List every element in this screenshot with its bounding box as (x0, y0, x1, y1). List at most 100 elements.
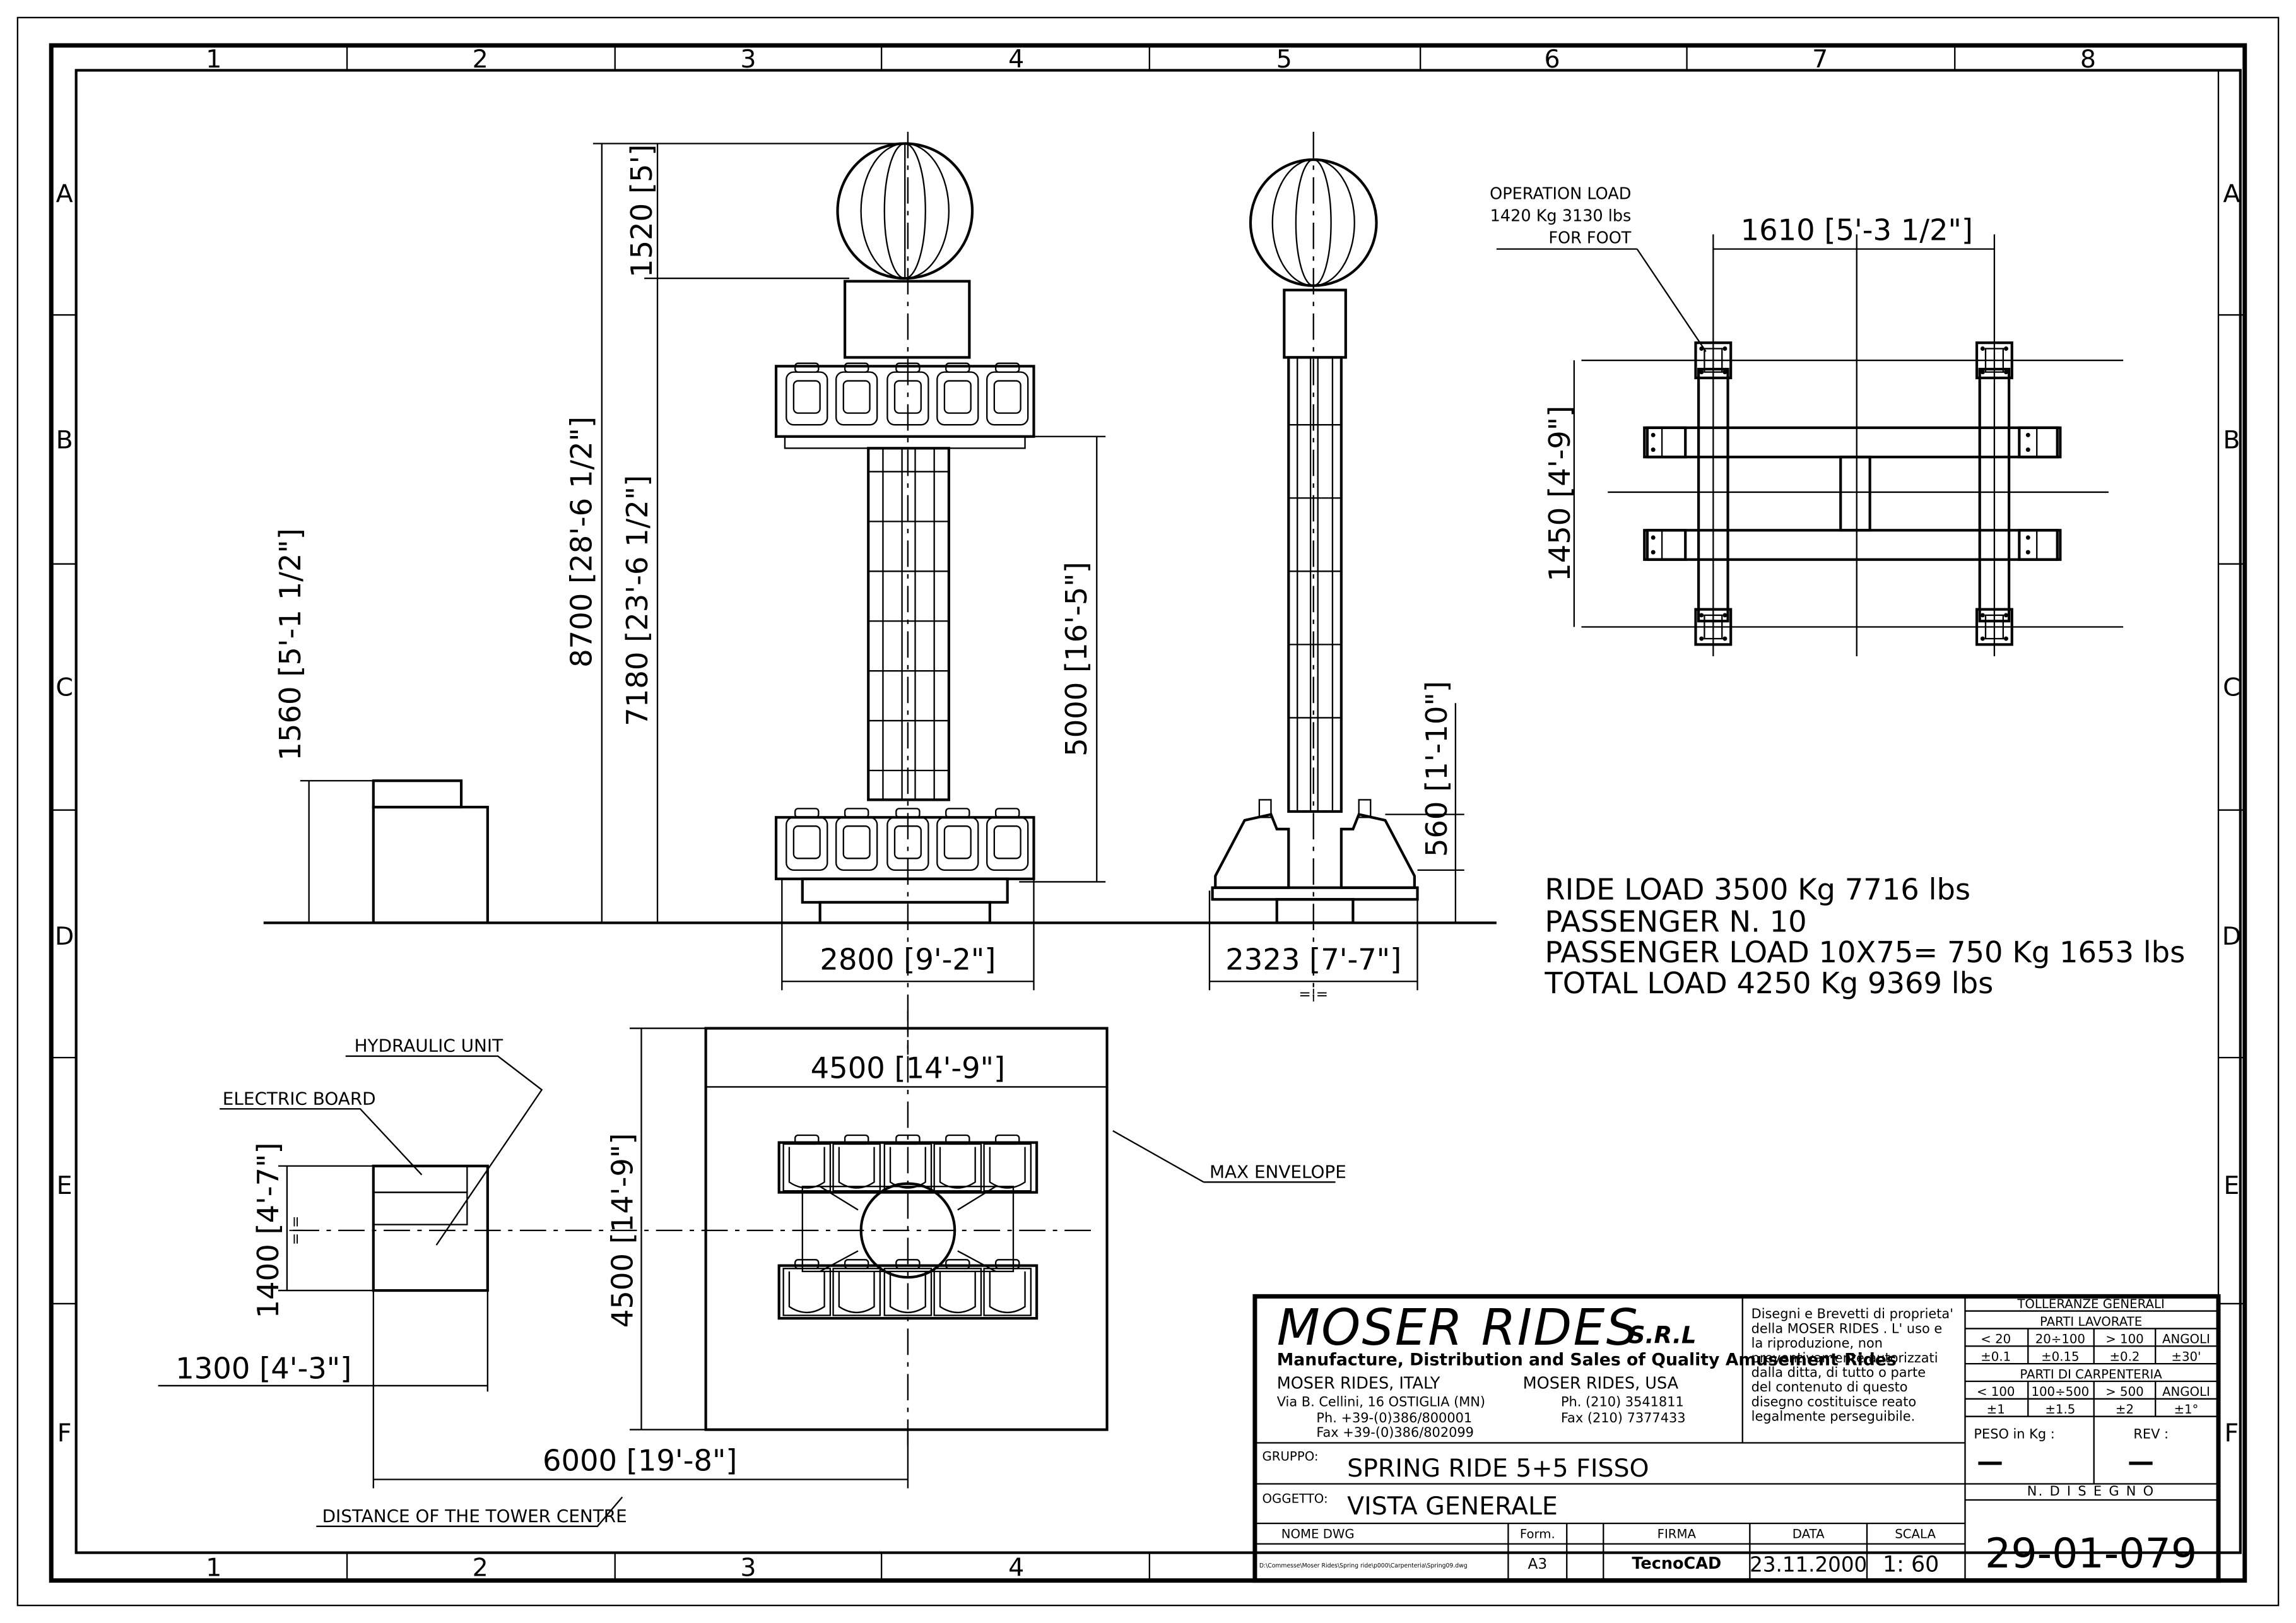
data-value: 23.11.2000 (1750, 1553, 1867, 1577)
callout-electric-board: ELECTRIC BOARD (223, 1088, 376, 1109)
scala-label: SCALA (1895, 1526, 1936, 1541)
dim-column-height: 7180 [23'-6 1/2"] (620, 475, 654, 726)
title-block: MOSER RIDES S.R.L Manufacture, Distribut… (1252, 1294, 2221, 1583)
passenger-load: PASSENGER LOAD 10X75= 750 Kg 1653 lbs (1545, 935, 2185, 969)
front-view-tower (774, 131, 1035, 1055)
usa-office-name: MOSER RIDES, USA (1523, 1374, 1679, 1393)
tolerance-header: TOLLERANZE GENERALI (2016, 1297, 2164, 1311)
rev-value: — (2128, 1446, 2154, 1477)
column-label: 8 (2080, 45, 2096, 74)
dim-unit-depth: 1400 [4'-7"] (251, 1142, 285, 1318)
row-label-right: C (2223, 673, 2240, 702)
tolerance-cell: > 100 (2105, 1332, 2143, 1347)
oggetto-label: OGGETTO: (1263, 1492, 1328, 1506)
tolerance-cell: ±30' (2171, 1349, 2201, 1364)
copyright-line: disegno costituisce reato (1751, 1394, 1917, 1409)
oggetto-value: VISTA GENERALE (1347, 1492, 1558, 1521)
tolerance-cell: 100÷500 (2031, 1384, 2089, 1399)
italy-office-phone: Ph. +39-(0)386/800001 (1316, 1410, 1472, 1425)
dim-base-width-side: 2323 [7'-7"] (1225, 943, 1401, 977)
firma-label: FIRMA (1657, 1526, 1697, 1541)
side-view-dimensions: 2323 [7'-7"] =¦= 560 [1'-10"] (1208, 681, 1464, 1003)
callout-operation-load-foot: FOR FOOT (1548, 228, 1631, 247)
tolerance-cell: < 100 (1977, 1384, 2015, 1399)
dim-foot-depth: 1450 [4'-9"] (1543, 406, 1577, 582)
firma-value: TecnoCAD (1632, 1554, 1721, 1573)
peso-label: PESO in Kg : (1974, 1427, 2054, 1442)
tolerance-cell: ±0.15 (2041, 1349, 2079, 1364)
dim-tower-distance: 6000 [19'-8"] (543, 1444, 737, 1478)
company-tagline: Manufacture, Distribution and Sales of Q… (1277, 1350, 1897, 1369)
callout-max-envelope: MAX ENVELOPE (1210, 1161, 1346, 1182)
drawing-number: 29-01-079 (1985, 1530, 2197, 1578)
hydraulic-unit-plan: HYDRAULIC UNIT ELECTRIC BOARD 1400 [4'-7… (158, 1036, 909, 1527)
form-value: A3 (1528, 1555, 1548, 1573)
dim-side-foot: 560 [1'-10"] (1420, 681, 1454, 857)
column-label: 1 (206, 45, 221, 74)
row-label: B (56, 425, 73, 454)
callout-tower-centre: DISTANCE OF THE TOWER CENTRE (322, 1506, 627, 1526)
usa-office-fax: Fax (210) 7377433 (1561, 1410, 1686, 1425)
tolerance-cell: ±2 (2116, 1402, 2134, 1417)
tolerance-cell: ±0.1 (1981, 1349, 2011, 1364)
copyright-line: la riproduzione, non (1751, 1336, 1883, 1351)
usa-office-phone: Ph. (210) 3541811 (1561, 1394, 1684, 1409)
column-label: 4 (1008, 45, 1024, 74)
dim-upper-seats: 5000 [16'-5"] (1059, 562, 1093, 757)
dim-base-width-front: 2800 [9'-2"] (820, 943, 996, 977)
column-label-bottom: 1 (206, 1554, 221, 1583)
row-label-right: A (2223, 179, 2240, 208)
callout-hydraulic-unit: HYDRAULIC UNIT (355, 1036, 503, 1056)
tolerance-lavorate-header: PARTI LAVORATE (2040, 1314, 2142, 1329)
tolerance-carpenteria-header: PARTI DI CARPENTERIA (2020, 1367, 2162, 1381)
copyright-line: dalla ditta, di tutto o parte (1751, 1365, 1926, 1380)
row-label: E (57, 1171, 73, 1200)
callout-operation-load-value: 1420 Kg 3130 lbs (1490, 207, 1632, 226)
rev-label: REV : (2133, 1427, 2169, 1442)
copyright-line: preventivamente autorizzati (1751, 1350, 1938, 1366)
row-label-right: E (2223, 1171, 2239, 1200)
copyright-line: Disegni e Brevetti di proprieta' (1751, 1306, 1953, 1321)
row-label-right: D (2222, 922, 2241, 951)
column-label-bottom: 3 (740, 1554, 756, 1583)
total-load: TOTAL LOAD 4250 Kg 9369 lbs (1544, 966, 1993, 1000)
load-summary: RIDE LOAD 3500 Kg 7716 lbs PASSENGER N. … (1544, 872, 2185, 1000)
data-label: DATA (1793, 1526, 1825, 1541)
scala-value: 1: 60 (1883, 1552, 1939, 1578)
column-label: 6 (1544, 45, 1560, 74)
side-view-tower (1211, 131, 1419, 996)
dim-envelope-depth: 4500 [14'-9"] (606, 1133, 640, 1328)
n-disegno-label: N. D I S E G N O (2027, 1484, 2155, 1499)
gruppo-label: GRUPPO: (1263, 1449, 1319, 1463)
dim-envelope-width: 4500 [14'-9"] (811, 1051, 1005, 1085)
dim-cabin-height: 1560 [5'-1 1/2"] (273, 528, 307, 760)
column-label: 3 (740, 45, 756, 74)
gruppo-value: SPRING RIDE 5+5 FISSO (1347, 1454, 1649, 1483)
company-suffix: S.R.L (1628, 1322, 1697, 1349)
tolerance-cell: > 500 (2105, 1384, 2143, 1399)
dim-equal-mark: =¦= (1298, 986, 1328, 1003)
row-label-right: B (2223, 425, 2240, 454)
copyright-line: della MOSER RIDES . L' uso e (1751, 1321, 1943, 1336)
tolerance-cell: ANGOLI (2162, 1384, 2210, 1399)
italy-office-fax: Fax +39-(0)386/802099 (1316, 1425, 1474, 1440)
front-view-dimensions: 1520 [5'] 8700 [28'-6 1/2"] 7180 [23'-6 … (565, 143, 1106, 991)
italy-office-name: MOSER RIDES, ITALY (1277, 1374, 1440, 1393)
tolerance-cell: < 20 (1981, 1332, 2011, 1347)
row-label: D (55, 922, 74, 951)
dim-total-height: 8700 [28'-6 1/2"] (565, 416, 599, 668)
tolerance-cell: ±1 (1987, 1402, 2005, 1417)
tolerance-cell: ±1° (2174, 1402, 2198, 1417)
row-label: C (56, 673, 73, 702)
tolerance-cell: ±0.2 (2110, 1349, 2140, 1364)
passenger-count: PASSENGER N. 10 (1545, 904, 1806, 938)
copyright-line: del contenuto di questo (1751, 1379, 1908, 1395)
callout-operation-load: OPERATION LOAD (1490, 185, 1631, 204)
row-label: A (56, 179, 73, 208)
company-name: MOSER RIDES (1277, 1299, 1639, 1357)
max-envelope-box (704, 1027, 1109, 1431)
italy-office-address: Via B. Cellini, 16 OSTIGLIA (MN) (1277, 1394, 1485, 1409)
column-label: 2 (473, 45, 488, 74)
tolerance-cell: ANGOLI (2162, 1332, 2210, 1347)
